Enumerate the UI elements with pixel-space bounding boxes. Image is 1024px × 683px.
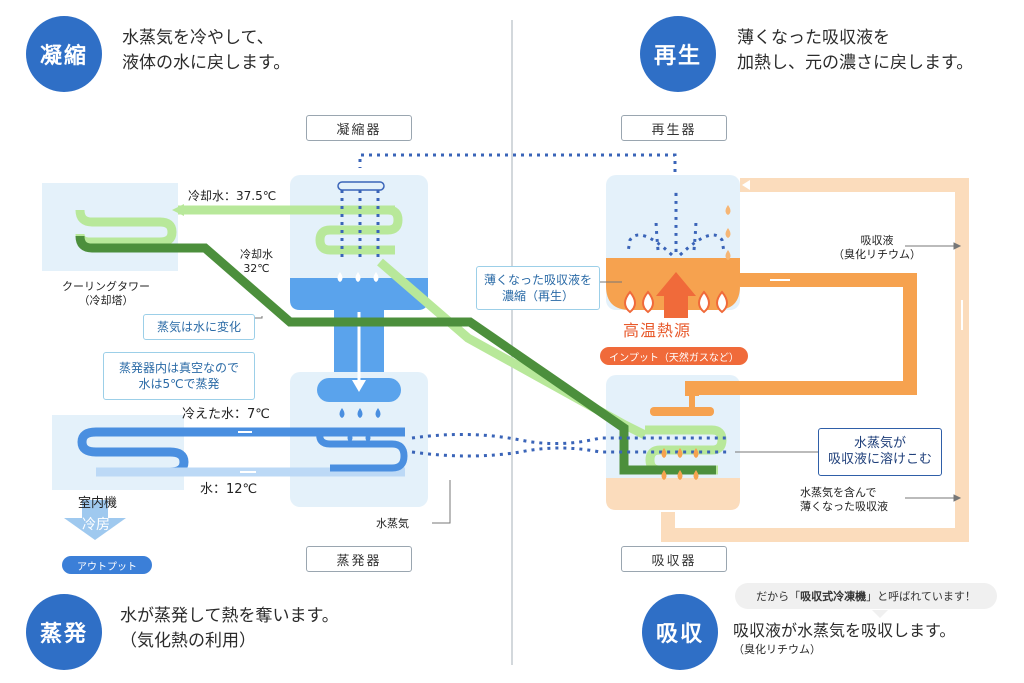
step-desc-evaporate: 水が蒸発して熱を奪います。 （気化熱の利用） [120,604,339,654]
label-line: （臭化リチウム） [833,248,921,261]
chilled-water-label: 冷えた水：7℃ [182,407,270,422]
evaporator-label: 蒸発器 [306,546,412,572]
output-pill: アウトプット [62,556,152,574]
desc-line: 水が蒸発して熱を奪います。 [120,606,339,626]
note-line: 水蒸気が [853,436,906,451]
absorber-label: 吸収器 [621,546,727,572]
note-line: 蒸発器内は真空なので [118,361,239,375]
condenser-label: 凝縮器 [306,115,412,141]
absorber-drops [661,448,699,480]
cooling-label: 冷房 [82,517,110,533]
desc-line: 液体の水に戻します。 [122,53,291,73]
desc-line: （臭化リチウム） [733,643,821,656]
condenser-drops [337,272,379,282]
cooling-tower-label: クーリングタワー （冷却塔） [62,280,150,308]
label-line: 薄くなった吸収液 [800,500,888,513]
label-line: 吸収液 [860,234,894,247]
note-line: 水は5℃で蒸発 [138,377,220,391]
callout-bubble: だから「吸収式冷凍機」と呼ばれています！ [735,583,997,609]
label-line: 32℃ [243,262,270,275]
note-dissolve: 水蒸気が 吸収液に溶けこむ [818,428,942,476]
condenser-water [290,278,428,310]
regenerator-label: 再生器 [621,115,727,141]
label-line: クーリングタワー [62,280,150,293]
step-badge-evaporate: 蒸発 [26,594,102,670]
absorbent-label: 吸収液 （臭化リチウム） [833,234,921,262]
input-pill: インプット（天然ガスなど） [600,347,748,365]
step-badge-absorb: 吸収 [642,594,718,670]
cooling-water-cold-line [75,235,716,475]
absorber-solution [606,478,740,510]
note-steam-to-water: 蒸気は水に変化 [143,314,255,340]
weak-solution-loop [661,178,969,542]
label-line: 冷却水 [240,248,273,261]
step-badge-regenerate: 再生 [640,16,716,92]
water-vapor-label: 水蒸気 [376,517,409,530]
heat-arrow [656,272,696,318]
desc-line: （気化熱の利用） [120,631,256,651]
cooling-tower-box [42,183,178,271]
flame-icons [624,290,728,314]
evaporator-coil [316,431,408,472]
step-desc-absorb: 吸収液が水蒸気を吸収します。 （臭化リチウム） [733,618,955,657]
callout-emphasis: 吸収式冷凍機 [800,590,867,603]
desc-line: 水蒸気を冷やして、 [122,28,274,48]
label-line: 水蒸気を含んで [800,486,877,499]
step-desc-regenerate: 薄くなった吸収液を 加熱し、元の濃さに戻します。 [737,26,973,76]
regenerator-drops [725,205,731,260]
note-vacuum: 蒸発器内は真空なので 水は5℃で蒸発 [103,352,255,400]
cooling-water-hot-label: 冷却水：37.5℃ [188,189,277,203]
note-concentrate: 薄くなった吸収液を 濃縮（再生） [476,266,600,310]
note-line: 吸収液に溶けこむ [827,452,932,467]
evaporator-drops [339,408,381,442]
desc-line: 吸収液が水蒸気を吸収します。 [733,621,956,640]
diluted-solution-label: 水蒸気を含んで 薄くなった吸収液 [800,486,888,514]
step-desc-condense: 水蒸気を冷やして、 液体の水に戻します。 [122,26,290,76]
cooling-water-to-absorber [377,258,648,440]
heat-source-label: 高温熱源 [623,321,692,340]
note-line: 濃縮（再生） [501,289,574,303]
cooling-water-cold-label: 冷却水 32℃ [240,248,273,276]
step-badge-condense: 凝縮 [26,16,102,92]
cooling-arrow [64,500,126,540]
vapor-paths [340,153,730,458]
desc-line: 薄くなった吸収液を [737,28,890,48]
strong-solution-loop [685,273,917,396]
note-line: 薄くなった吸収液を [483,273,592,287]
return-water-label: 水：12℃ [200,482,258,497]
callout-suffix: 」と呼ばれています！ [866,590,976,603]
desc-line: 加熱し、元の濃さに戻します。 [737,53,974,73]
callout-prefix: だから「 [756,590,801,603]
indoor-unit-label: 室内機 [78,496,118,511]
label-line: （冷却塔） [78,294,134,307]
absorber-tray [650,407,714,416]
